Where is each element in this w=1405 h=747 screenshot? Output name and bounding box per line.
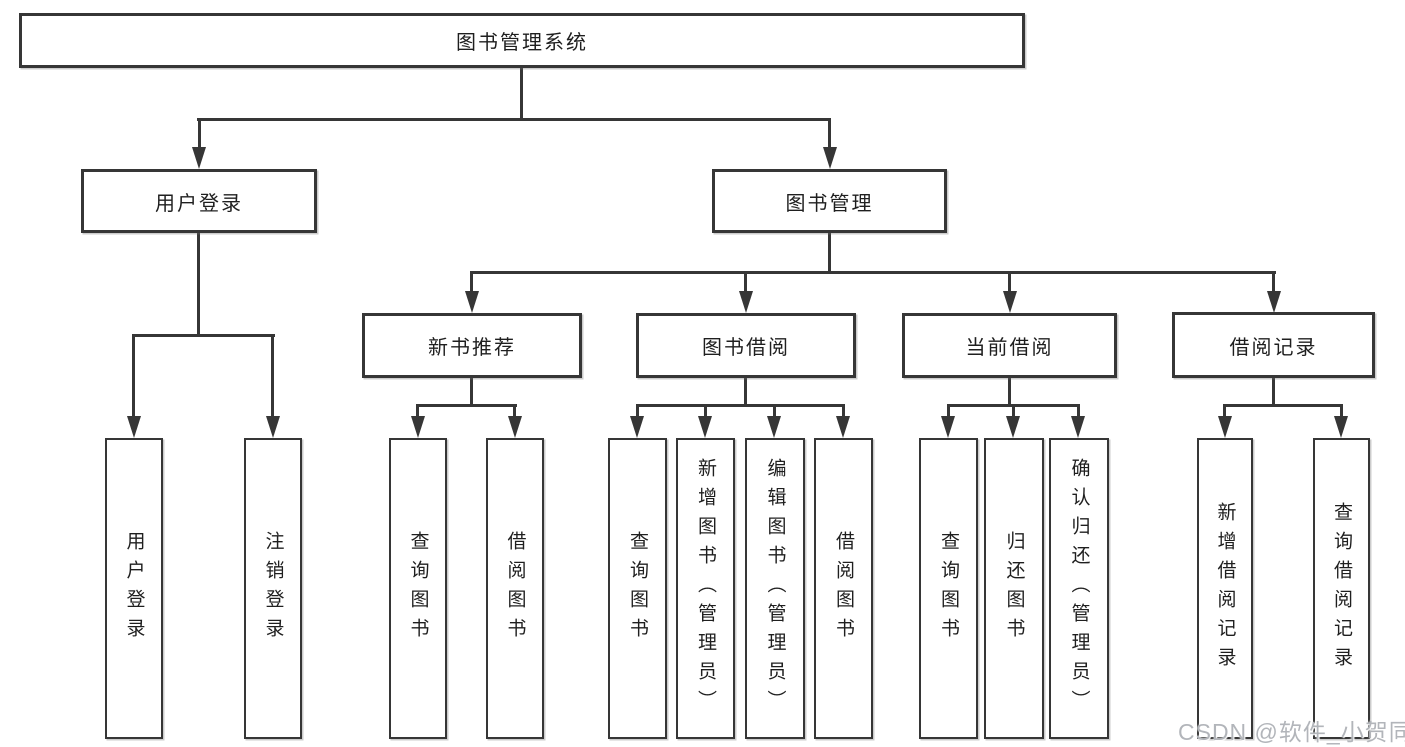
connector-group-new-book [416,404,517,407]
node-new-book-recommend: 新书推荐 [362,313,582,378]
arrow-down-icon [1334,416,1348,438]
connector-drop-leaf [842,404,845,419]
connector-drop-leaf [1077,404,1080,419]
leaf-user-login: 用户登录 [105,438,163,739]
arrow-down-icon [698,416,712,438]
leaf-label: 查询图书 [938,530,959,647]
connector-group-book-borrowing [636,404,845,407]
leaf-query-books-recommend: 查询图书 [389,438,447,739]
connector-drop-leaf [1340,404,1343,419]
connector-drop-current-borrowing [1008,271,1011,294]
leaf-logout: 注销登录 [244,438,302,739]
connector-user-login-stub [197,233,200,337]
leaf-add-borrow-record: 新增借阅记录 [1197,438,1253,739]
connector-drop-leaf [271,334,274,419]
leaf-query-borrow-record: 查询借阅记录 [1313,438,1370,739]
node-book-management: 图书管理 [712,169,947,233]
connector-drop-leaf [132,334,135,419]
leaf-return-book: 归还图书 [984,438,1044,739]
arrow-down-icon [465,291,479,313]
leaf-label: 编辑图书（管理员） [764,458,786,719]
leaf-edit-book-admin: 编辑图书（管理员） [745,438,805,739]
connector-drop-leaf [1223,404,1226,419]
connector-drop-leaf [416,404,419,419]
node-borrowing-records: 借阅记录 [1172,312,1375,378]
arrow-down-icon [1006,416,1020,438]
connector-book-borrowing-stub [744,378,747,407]
connector-drop-user-login [198,118,201,150]
leaf-query-books-borrowing: 查询图书 [608,438,667,739]
node-book-borrowing: 图书借阅 [636,313,856,378]
leaf-label: 归还图书 [1003,530,1025,647]
leaf-label: 新增图书（管理员） [695,458,716,719]
arrow-down-icon [127,416,141,438]
connector-level3-branch [470,271,1276,274]
leaf-label: 借阅图书 [504,530,526,647]
leaf-query-books-current: 查询图书 [919,438,978,739]
node-label: 图书管理系统 [456,32,588,54]
connector-group-borrowing-records [1223,404,1343,407]
node-label: 当前借阅 [965,337,1054,359]
leaf-confirm-return-admin: 确认归还（管理员） [1049,438,1109,739]
node-current-borrowing: 当前借阅 [902,313,1117,378]
leaf-label: 确认归还（管理员） [1068,458,1090,719]
node-label: 新书推荐 [428,337,516,359]
connector-root-stub [520,68,523,121]
arrow-down-icon [1071,416,1085,438]
connector-drop-book-borrowing [744,271,747,294]
connector-drop-leaf [513,404,516,419]
node-label: 用户登录 [155,192,243,215]
connector-level2-branch [197,118,831,121]
arrow-down-icon [739,291,753,313]
leaf-label: 注销登录 [262,530,284,647]
arrow-down-icon [266,416,280,438]
connector-group-user-login [132,334,275,337]
leaf-label: 用户登录 [123,530,145,647]
connector-drop-leaf [636,404,639,419]
leaf-label: 查询图书 [407,530,429,647]
arrow-down-icon [823,147,837,169]
leaf-label: 借阅图书 [833,530,854,647]
connector-drop-book-management [828,118,831,150]
arrow-down-icon [1218,416,1232,438]
connector-new-book-stub [470,378,473,407]
watermark: CSDN @软件_小贺同学 [1178,719,1405,745]
arrow-down-icon [767,416,781,438]
leaf-borrow-books-borrowing: 借阅图书 [814,438,873,739]
connector-drop-leaf [704,404,707,419]
leaf-add-book-admin: 新增图书（管理员） [676,438,735,739]
connector-drop-borrowing-records [1272,271,1275,294]
arrow-down-icon [508,416,522,438]
node-label: 图书借阅 [702,337,790,359]
connector-book-management-stub [828,233,831,274]
node-user-login: 用户登录 [81,169,317,233]
arrow-down-icon [192,147,206,169]
connector-drop-leaf [947,404,950,419]
node-label: 借阅记录 [1229,336,1318,359]
leaf-label: 查询图书 [627,530,648,647]
arrow-down-icon [411,416,425,438]
connector-drop-new-book [470,271,473,294]
connector-current-borrowing-stub [1008,378,1011,407]
arrow-down-icon [941,416,955,438]
connector-drop-leaf [773,404,776,419]
leaf-label: 查询借阅记录 [1331,501,1352,676]
arrow-down-icon [1267,291,1281,313]
arrow-down-icon [1003,291,1017,313]
connector-borrowing-records-stub [1272,378,1275,407]
leaf-borrow-books-recommend: 借阅图书 [486,438,544,739]
node-label: 图书管理 [785,192,874,215]
connector-drop-leaf [1012,404,1015,419]
leaf-label: 新增借阅记录 [1214,501,1236,676]
node-library-management-system: 图书管理系统 [19,13,1025,68]
arrow-down-icon [836,416,850,438]
arrow-down-icon [630,416,644,438]
